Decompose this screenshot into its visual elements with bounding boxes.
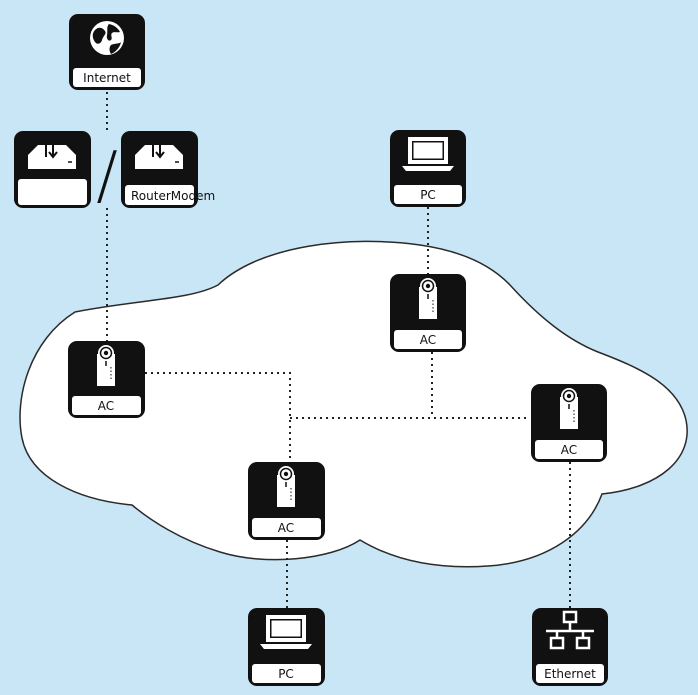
internet-node: Internet [69,14,145,90]
ethernet-label: Ethernet [544,667,596,681]
ac-bottom-label: AC [278,521,294,535]
ac-left-label: AC [98,399,114,413]
ac-left-node: AC [68,341,145,418]
ac-top-label: AC [420,333,436,347]
pc-top-node: PC [390,130,466,207]
ac-top-node: AC [390,274,466,352]
ac-right-label: AC [561,443,577,457]
powerline-cloud [19,240,688,568]
powerline-adapter-icon [276,465,296,507]
router-node: RouterModem [121,131,215,208]
ac-right-node: AC [531,384,607,462]
globe-icon [90,21,124,55]
ac-bottom-node: AC [248,462,325,540]
pc-bottom-node: PC [248,608,325,686]
pc-top-label: PC [420,188,436,202]
ethernet-node: Ethernet [532,608,608,686]
powerline-adapter-icon [96,344,116,386]
separator-slash: / [96,139,118,213]
line-ac-left-ac-bottom [145,372,291,462]
router-label: RouterModem [131,189,215,203]
powerline-adapter-icon [559,387,579,429]
modem-node [14,131,91,208]
connection-lines [106,92,571,608]
powerline-adapter-icon [418,277,438,319]
internet-label: Internet [83,71,131,85]
pc-bottom-label: PC [278,667,294,681]
